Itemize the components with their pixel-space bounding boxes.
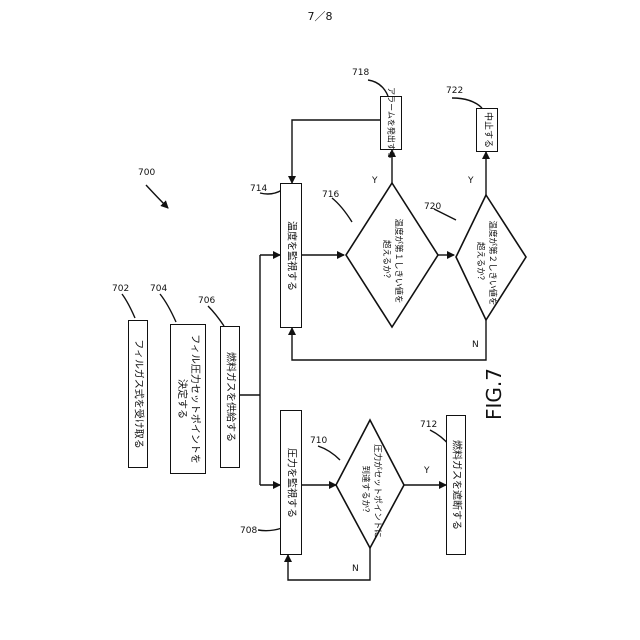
process-706: 燃料ガスを供給する [220,326,240,468]
decision-716-text: 温度が第１しきい値を 超えるか？ [380,201,404,321]
process-702: フィルガス式を受け取る [128,320,148,468]
ref-720: 720 [424,202,441,212]
process-702-text: フィルガス式を受け取る [132,339,145,449]
label-710-yes: Y [424,466,430,476]
process-722-text: 中止する [481,112,494,148]
label-720-no: N [472,340,479,350]
process-722: 中止する [476,108,498,152]
ref-718: 718 [352,68,369,78]
process-708-text: 圧力を監視する [285,448,298,518]
decision-710-text: 圧力がセットポイントに 到達するか？ [359,436,383,546]
process-718-text: アラームを発出する [385,87,398,159]
connector-718-to-714 [292,120,380,183]
connector-720-no-loop [292,320,486,360]
process-712-text: 燃料ガスを遮断する [450,440,463,530]
process-704-text: フィル圧力セットポイントを 決定する [175,334,201,464]
ref-710: 710 [310,436,327,446]
ref-708: 708 [240,526,257,536]
ref-716: 716 [322,190,339,200]
process-708: 圧力を監視する [280,410,302,555]
ref-712: 712 [420,420,437,430]
ref-700: 700 [138,168,155,178]
label-716-yes: Y [372,176,378,186]
label-720-yes: Y [468,176,474,186]
process-706-text: 燃料ガスを供給する [224,352,237,442]
ref-722: 722 [446,86,463,96]
diagram-ref-arrow [146,185,168,208]
process-718: アラームを発出する [380,96,402,150]
label-710-no: N [352,564,359,574]
decision-720-text: 温度が第２しきい値を 超えるか？ [474,208,498,318]
process-712: 燃料ガスを遮断する [446,415,466,555]
process-714: 温度を監視する [280,183,302,328]
ref-706: 706 [198,296,215,306]
process-714-text: 温度を監視する [285,221,298,291]
process-704: フィル圧力セットポイントを 決定する [170,324,206,474]
figure-caption: FIG.7 [482,368,506,420]
ref-714: 714 [250,184,267,194]
ref-702: 702 [112,284,129,294]
ref-704: 704 [150,284,167,294]
